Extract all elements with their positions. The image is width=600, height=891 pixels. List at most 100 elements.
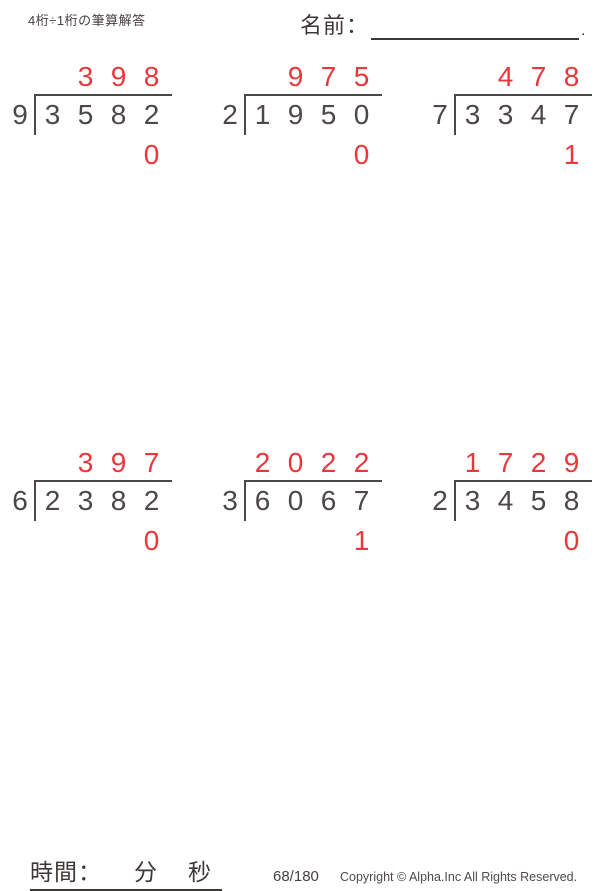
quotient-digit: 7 [143, 447, 160, 478]
remainder-digit [312, 141, 345, 169]
remainder-digit [246, 527, 279, 555]
dividend-digit: 0 [287, 485, 304, 516]
quotient-digit: 8 [563, 61, 580, 92]
page-number: 68/180 [273, 868, 319, 885]
quotient-digit: 9 [110, 447, 127, 478]
remainder-row: 0 [36, 527, 178, 555]
dividend-digit: 3 [44, 99, 61, 130]
time-label: 時間： [30, 859, 102, 885]
remainder-row: 0 [456, 527, 598, 555]
remainder-row: 0 [246, 141, 388, 169]
quotient-digit: 8 [143, 61, 160, 92]
quotient-digit: 3 [77, 447, 94, 478]
dividend-digit: 4 [530, 99, 547, 130]
quotient-digit: 1 [464, 447, 481, 478]
quotient-digit [456, 63, 489, 91]
remainder-digit [489, 527, 522, 555]
divisor: 6 [12, 485, 28, 516]
remainder-digit [312, 527, 345, 555]
remainder-digit [489, 141, 522, 169]
remainder-digit: 0 [143, 525, 160, 556]
remainder-row: 0 [36, 141, 178, 169]
remainder-digit [69, 141, 102, 169]
dividend-digit: 5 [320, 99, 337, 130]
dividend-digit: 3 [77, 485, 94, 516]
time-field: 時間： 分 秒 [30, 853, 222, 891]
quotient-digit: 2 [353, 447, 370, 478]
dividend-digit: 6 [320, 485, 337, 516]
dividend-digit: 2 [44, 485, 61, 516]
dividend-digit: 8 [110, 485, 127, 516]
divisor: 7 [432, 99, 448, 130]
dividend-digit: 1 [254, 99, 271, 130]
dividend-digit: 3 [497, 99, 514, 130]
remainder-digit [279, 527, 312, 555]
dividend-digit: 8 [563, 485, 580, 516]
remainder-digit [456, 527, 489, 555]
remainder-digit: 0 [353, 139, 370, 170]
dividend-digit: 3 [464, 485, 481, 516]
quotient-digit [246, 63, 279, 91]
remainder-digit [36, 141, 69, 169]
quotient-digit [36, 449, 69, 477]
seconds-label: 秒 [188, 859, 212, 885]
remainder-digit [246, 141, 279, 169]
remainder-row: 1 [456, 141, 598, 169]
divisor: 2 [222, 99, 238, 130]
remainder-digit: 1 [563, 139, 580, 170]
remainder-digit [522, 527, 555, 555]
quotient-digit: 5 [353, 61, 370, 92]
quotient-digit: 7 [320, 61, 337, 92]
dividend-digit: 0 [353, 99, 370, 130]
remainder-digit [456, 141, 489, 169]
name-line-period: . [581, 22, 586, 39]
remainder-digit [102, 527, 135, 555]
divisor: 9 [12, 99, 28, 130]
quotient-digit: 2 [320, 447, 337, 478]
quotient-digit: 3 [77, 61, 94, 92]
quotient-digit: 0 [287, 447, 304, 478]
remainder-digit: 1 [353, 525, 370, 556]
remainder-digit: 0 [563, 525, 580, 556]
dividend-digit: 3 [464, 99, 481, 130]
quotient-digit: 9 [287, 61, 304, 92]
quotient-digit [36, 63, 69, 91]
remainder-row: 1 [246, 527, 388, 555]
remainder-digit [522, 141, 555, 169]
dividend-digit: 5 [530, 485, 547, 516]
name-blank-line [371, 14, 580, 40]
dividend-digit: 8 [110, 99, 127, 130]
quotient-digit: 7 [497, 447, 514, 478]
dividend-digit: 9 [287, 99, 304, 130]
remainder-digit [102, 141, 135, 169]
quotient-digit: 9 [563, 447, 580, 478]
worksheet-title: 4桁÷1桁の筆算解答 [28, 13, 146, 28]
minutes-label: 分 [134, 859, 158, 885]
dividend-digit: 6 [254, 485, 271, 516]
remainder-digit [69, 527, 102, 555]
divisor: 2 [432, 485, 448, 516]
quotient-digit: 4 [497, 61, 514, 92]
